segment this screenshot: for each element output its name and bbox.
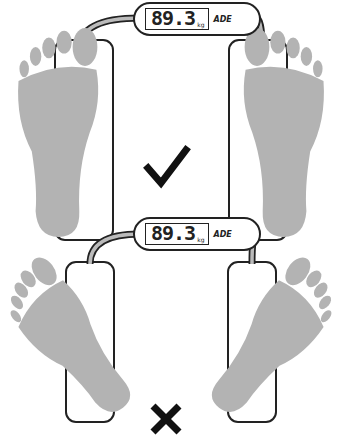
cross-mark: [153, 406, 179, 432]
scale-display: 89.3kg ADE: [133, 217, 261, 251]
weight-reading: 89.3: [151, 9, 195, 28]
unit-label: kg: [197, 236, 204, 243]
brand-logo: ADE: [213, 15, 231, 24]
foot: [0, 252, 342, 428]
weight-reading: 89.3: [151, 224, 195, 243]
scale-display: 89.3kg ADE: [133, 2, 261, 36]
unit-label: kg: [197, 21, 204, 28]
brand-logo: ADE: [213, 230, 231, 239]
foot: [18, 28, 324, 237]
check-mark: [148, 150, 186, 183]
lcd-screen: 89.3kg: [145, 8, 209, 30]
cable: [90, 234, 140, 264]
lcd-screen: 89.3kg: [145, 223, 209, 245]
